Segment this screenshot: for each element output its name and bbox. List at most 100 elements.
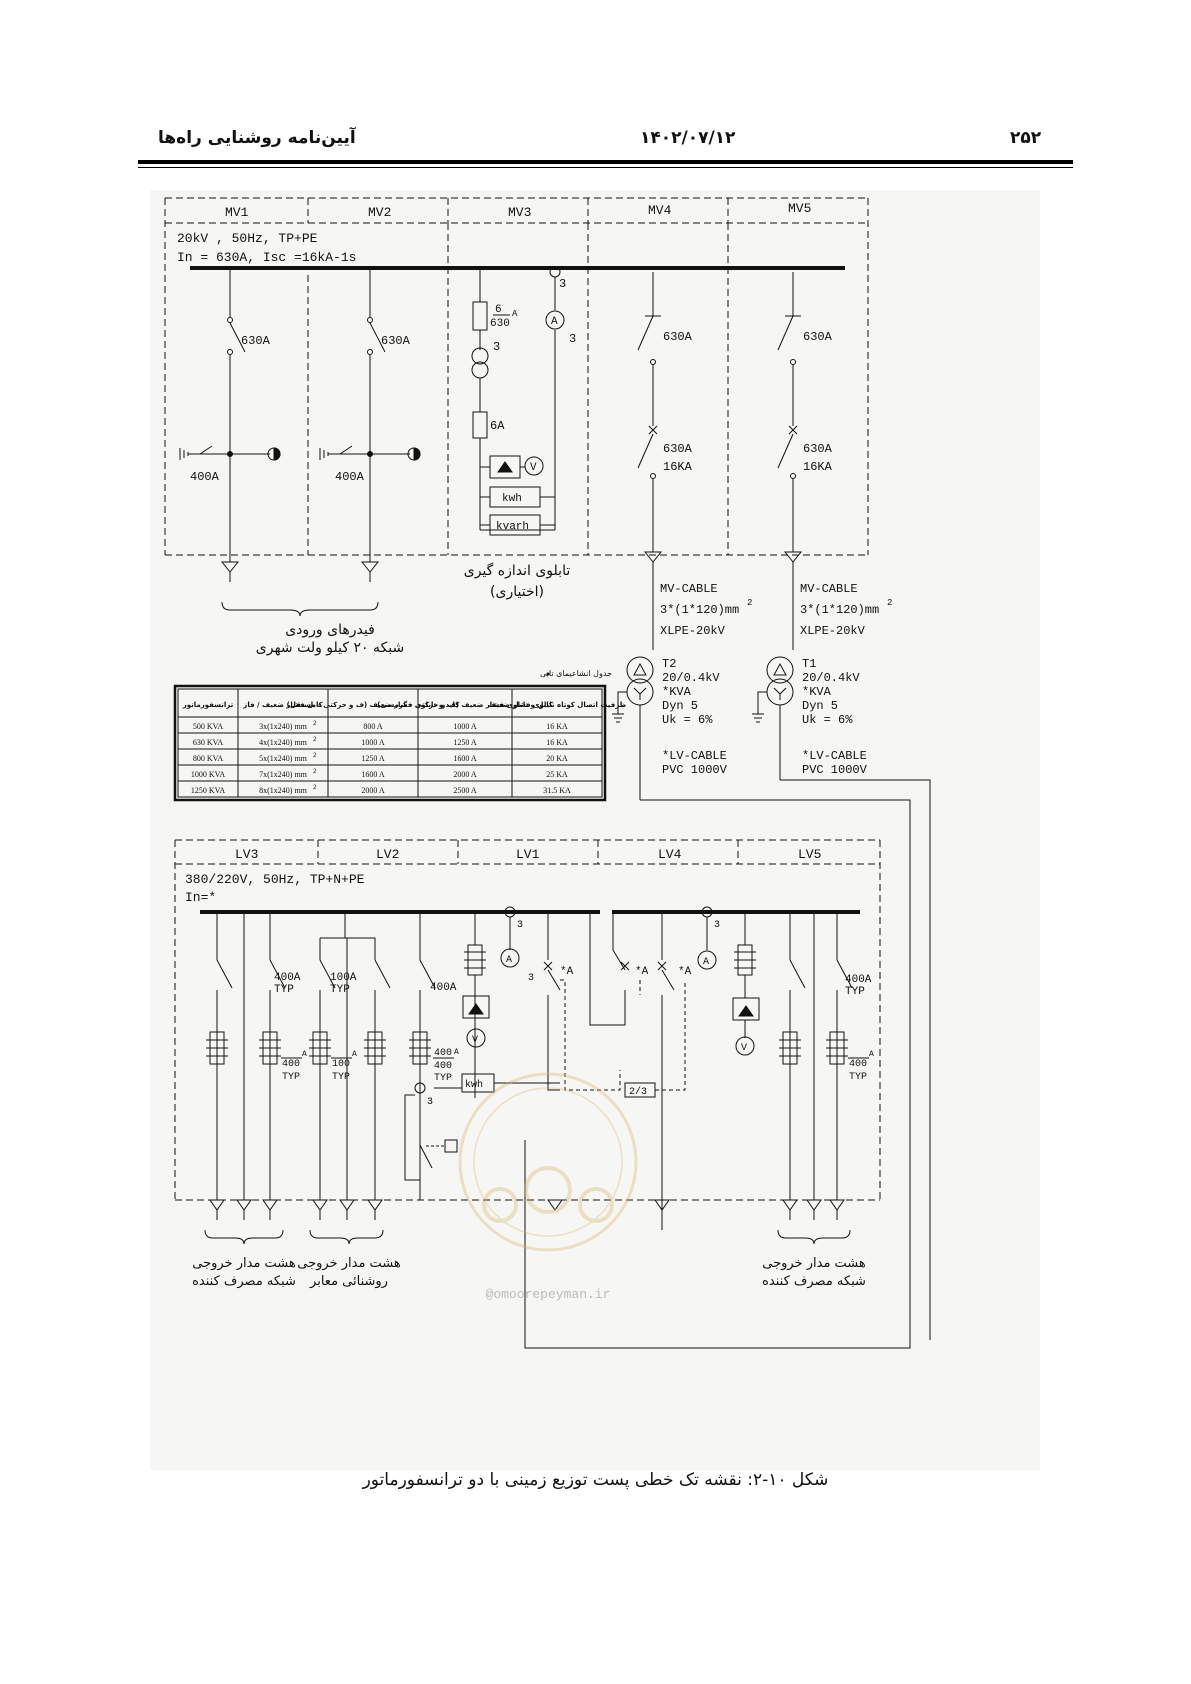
header-rule-thick [138,160,1073,164]
t1-kva: *KVA [802,685,832,699]
mv4-feeder: 630A 630A 16KA [637,272,693,650]
mv5-feeder: 630A 630A 16KA [777,272,833,650]
table-cell: 1250 A [453,738,477,747]
mv3-voltmeter: V [530,462,537,474]
mv3-fuse-unit: A [512,309,518,319]
table-cell: 1000 KVA [191,770,226,779]
t1-vector: Dyn 5 [802,699,838,713]
lv2-main-fuse-den: 400 [434,1061,452,1072]
incoming-feeders-label-2: شبکه ۲۰ کیلو ولت شهری [256,640,404,656]
table-cell: 800 KVA [193,754,224,763]
mv-spec-1: 20kV , 50Hz, TP+PE [177,231,318,246]
lv2-fuse-typ: TYP [332,1072,350,1083]
lv5-out-label-1: هشت مدار خروجی [762,1256,866,1271]
table-cell: 31.5 KA [543,786,571,795]
lv5-feeders: 400A TYP 400 A TYP [779,912,874,1200]
header-title: آیین‌نامه روشنایی راه‌ها [158,128,356,148]
lv-panel-2: LV2 [376,847,399,862]
mv3-kwh: kwh [502,493,522,505]
mv4-breaker-isc: 16KA [663,460,693,474]
table-cell: 16 KA [546,722,568,731]
mv-panel-4: MV4 [648,203,672,218]
mv-panel-5: MV5 [788,201,811,216]
rating-table: جدول انشاعیمای تابی ترانسفورماتور کابل فش… [173,669,627,802]
lv3-out-label-1: هشت مدار خروجی [192,1256,296,1271]
t2-kva: *KVA [662,685,692,699]
t1-cable-3: XLPE-20kV [800,624,866,638]
table-cell-sup: 2 [313,752,317,759]
mv5-switch-rating: 630A [803,330,833,344]
t2-cable-2: 3*(1*120)mm [660,603,739,617]
figure-caption: شکل ۱۰-۲: نقشه تک خطی پست توزیع زمینی با… [362,1470,829,1490]
lv2-fuse-a: A [352,1050,357,1059]
t2-cable-sup: 2 [747,598,752,608]
t2-cable-3: XLPE-20kV [660,624,726,638]
lv4-ammeter: A [703,957,709,968]
mv3-kvarh: kvarh [496,521,529,533]
table-cell: 1000 A [453,722,477,731]
lv5-rating: 400A [845,974,872,986]
t2-uk: Uk = 6% [662,713,713,727]
lv-interlock: 2/3 [629,1086,647,1098]
mv2-switch-rating: 630A [381,334,411,348]
lv3-fuse-a: A [302,1050,307,1059]
lv4-voltmeter: V [741,1043,747,1054]
mv-panel-1: MV1 [225,205,249,220]
lv3-fuse: 400 [282,1059,300,1070]
mv3-metering: 6 630 A 3 3 3 A 6A V kwh kvarh [471,266,576,536]
mv-panel-2: MV2 [368,205,391,220]
table-cell: 5x(1x240) mm [259,754,308,763]
table-cell: 4x(1x240) mm [259,738,308,747]
mv2-feeder: 630A 400A [319,268,421,582]
t2-vector: Dyn 5 [662,699,698,713]
table-header-1: کابل فشار ضعیف / فاز [242,701,323,709]
lv2-main-rating: 400A [430,982,457,994]
lv3-out-label-2: شبکه مصرف کننده [192,1274,296,1289]
table-cell: 1000 A [361,738,385,747]
lv-panel-1: LV1 [516,847,540,862]
table-cell: 20 KA [546,754,568,763]
lv1-voltmeter: V [472,1035,478,1046]
lv2-typ: TYP [330,984,350,996]
table-cell-sup: 2 [313,768,317,775]
mv1-feeder: 630A 400A [179,268,281,582]
incoming-feeders-label-1: فیدرهای ورودی [285,622,375,638]
lv2-out-label-1: هشت مدار خروجی [297,1256,401,1271]
watermark-logo [458,1072,638,1252]
table-header-0: ترانسفورماتور [182,701,234,709]
mv5-breaker-isc: 16KA [803,460,833,474]
table-cell: 800 A [363,722,383,731]
page-number: ۲۵۲ [1010,128,1042,148]
mv3-vt-ratio: 3 [493,340,500,354]
lv-panel-5: LV5 [798,847,821,862]
t2-name: T2 [662,657,676,671]
mv3-fuse-6a: 6A [490,419,505,433]
t1-cable-1: MV-CABLE [800,582,858,596]
table-header-4: ظرفیت اتصال کوتاه تابلوی فشار ضعیف [488,701,627,709]
t1-cable-sup: 2 [887,598,892,608]
lv5-typ: TYP [845,986,865,998]
lv2-fuse: 100 [332,1059,350,1070]
lv-spec-1: 380/220V, 50Hz, TP+N+PE [185,872,365,887]
t2-voltage: 20/0.4kV [662,671,720,685]
lv2-main-fuse-typ: TYP [434,1073,452,1084]
lv2-feeders: 100A TYP 100 A TYP 400A 400 400 A TYP 3 [309,912,459,1200]
table-cell-sup: 2 [313,736,317,743]
t1-name: T1 [802,657,816,671]
mv2-earth-rating: 400A [335,470,365,484]
lv3-typ: TYP [274,984,294,996]
table-cell: 2500 A [453,786,477,795]
table-cell: 1600 A [453,754,477,763]
table-cell: 16 KA [546,738,568,747]
table-title: جدول انشاعیمای تابی [540,669,612,678]
mv3-ct-ratio-top: 3 [559,277,566,291]
lv5-fuse-a: A [869,1050,874,1059]
lv1-incomer: V kwh A 3 3 *A [434,906,621,1098]
lv-section: LV3 LV2 LV1 LV4 LV5 380/220V, 50Hz, TP+N… [174,839,881,1289]
lv-outgoing-terminals [204,1199,851,1245]
header-date: ۱۴۰۲/۰۷/۱۲ [640,128,736,148]
table-cell-sup: 2 [313,720,317,727]
mv5-breaker-rating: 630A [803,442,833,456]
lv5-fuse-typ: TYP [849,1072,867,1083]
lv1-kwh: kwh [465,1079,483,1091]
